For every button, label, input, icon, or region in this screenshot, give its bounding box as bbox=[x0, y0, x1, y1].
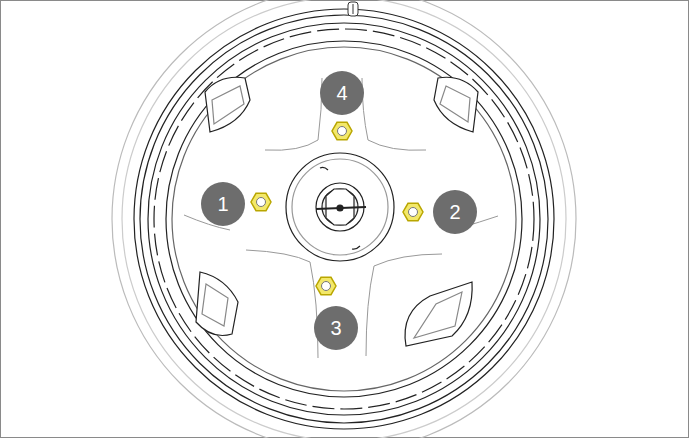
callout-text: 4 bbox=[336, 83, 347, 103]
lug-nuts bbox=[251, 122, 423, 294]
tire-and-rim bbox=[112, 0, 576, 438]
callout-number: 1 bbox=[201, 182, 245, 226]
lug-nut bbox=[251, 193, 271, 210]
callout-number: 4 bbox=[320, 71, 364, 115]
lug-nut bbox=[316, 277, 336, 294]
spoke-contours bbox=[184, 78, 498, 358]
lug-nut bbox=[332, 122, 352, 139]
callout-number: 3 bbox=[314, 306, 358, 350]
lug-nut bbox=[403, 203, 423, 220]
hub bbox=[286, 153, 394, 261]
callout-text: 1 bbox=[217, 194, 228, 214]
callout-text: 3 bbox=[330, 318, 341, 338]
callout-number: 2 bbox=[433, 190, 477, 234]
valve-stem bbox=[348, 2, 358, 16]
callout-text: 2 bbox=[449, 202, 460, 222]
